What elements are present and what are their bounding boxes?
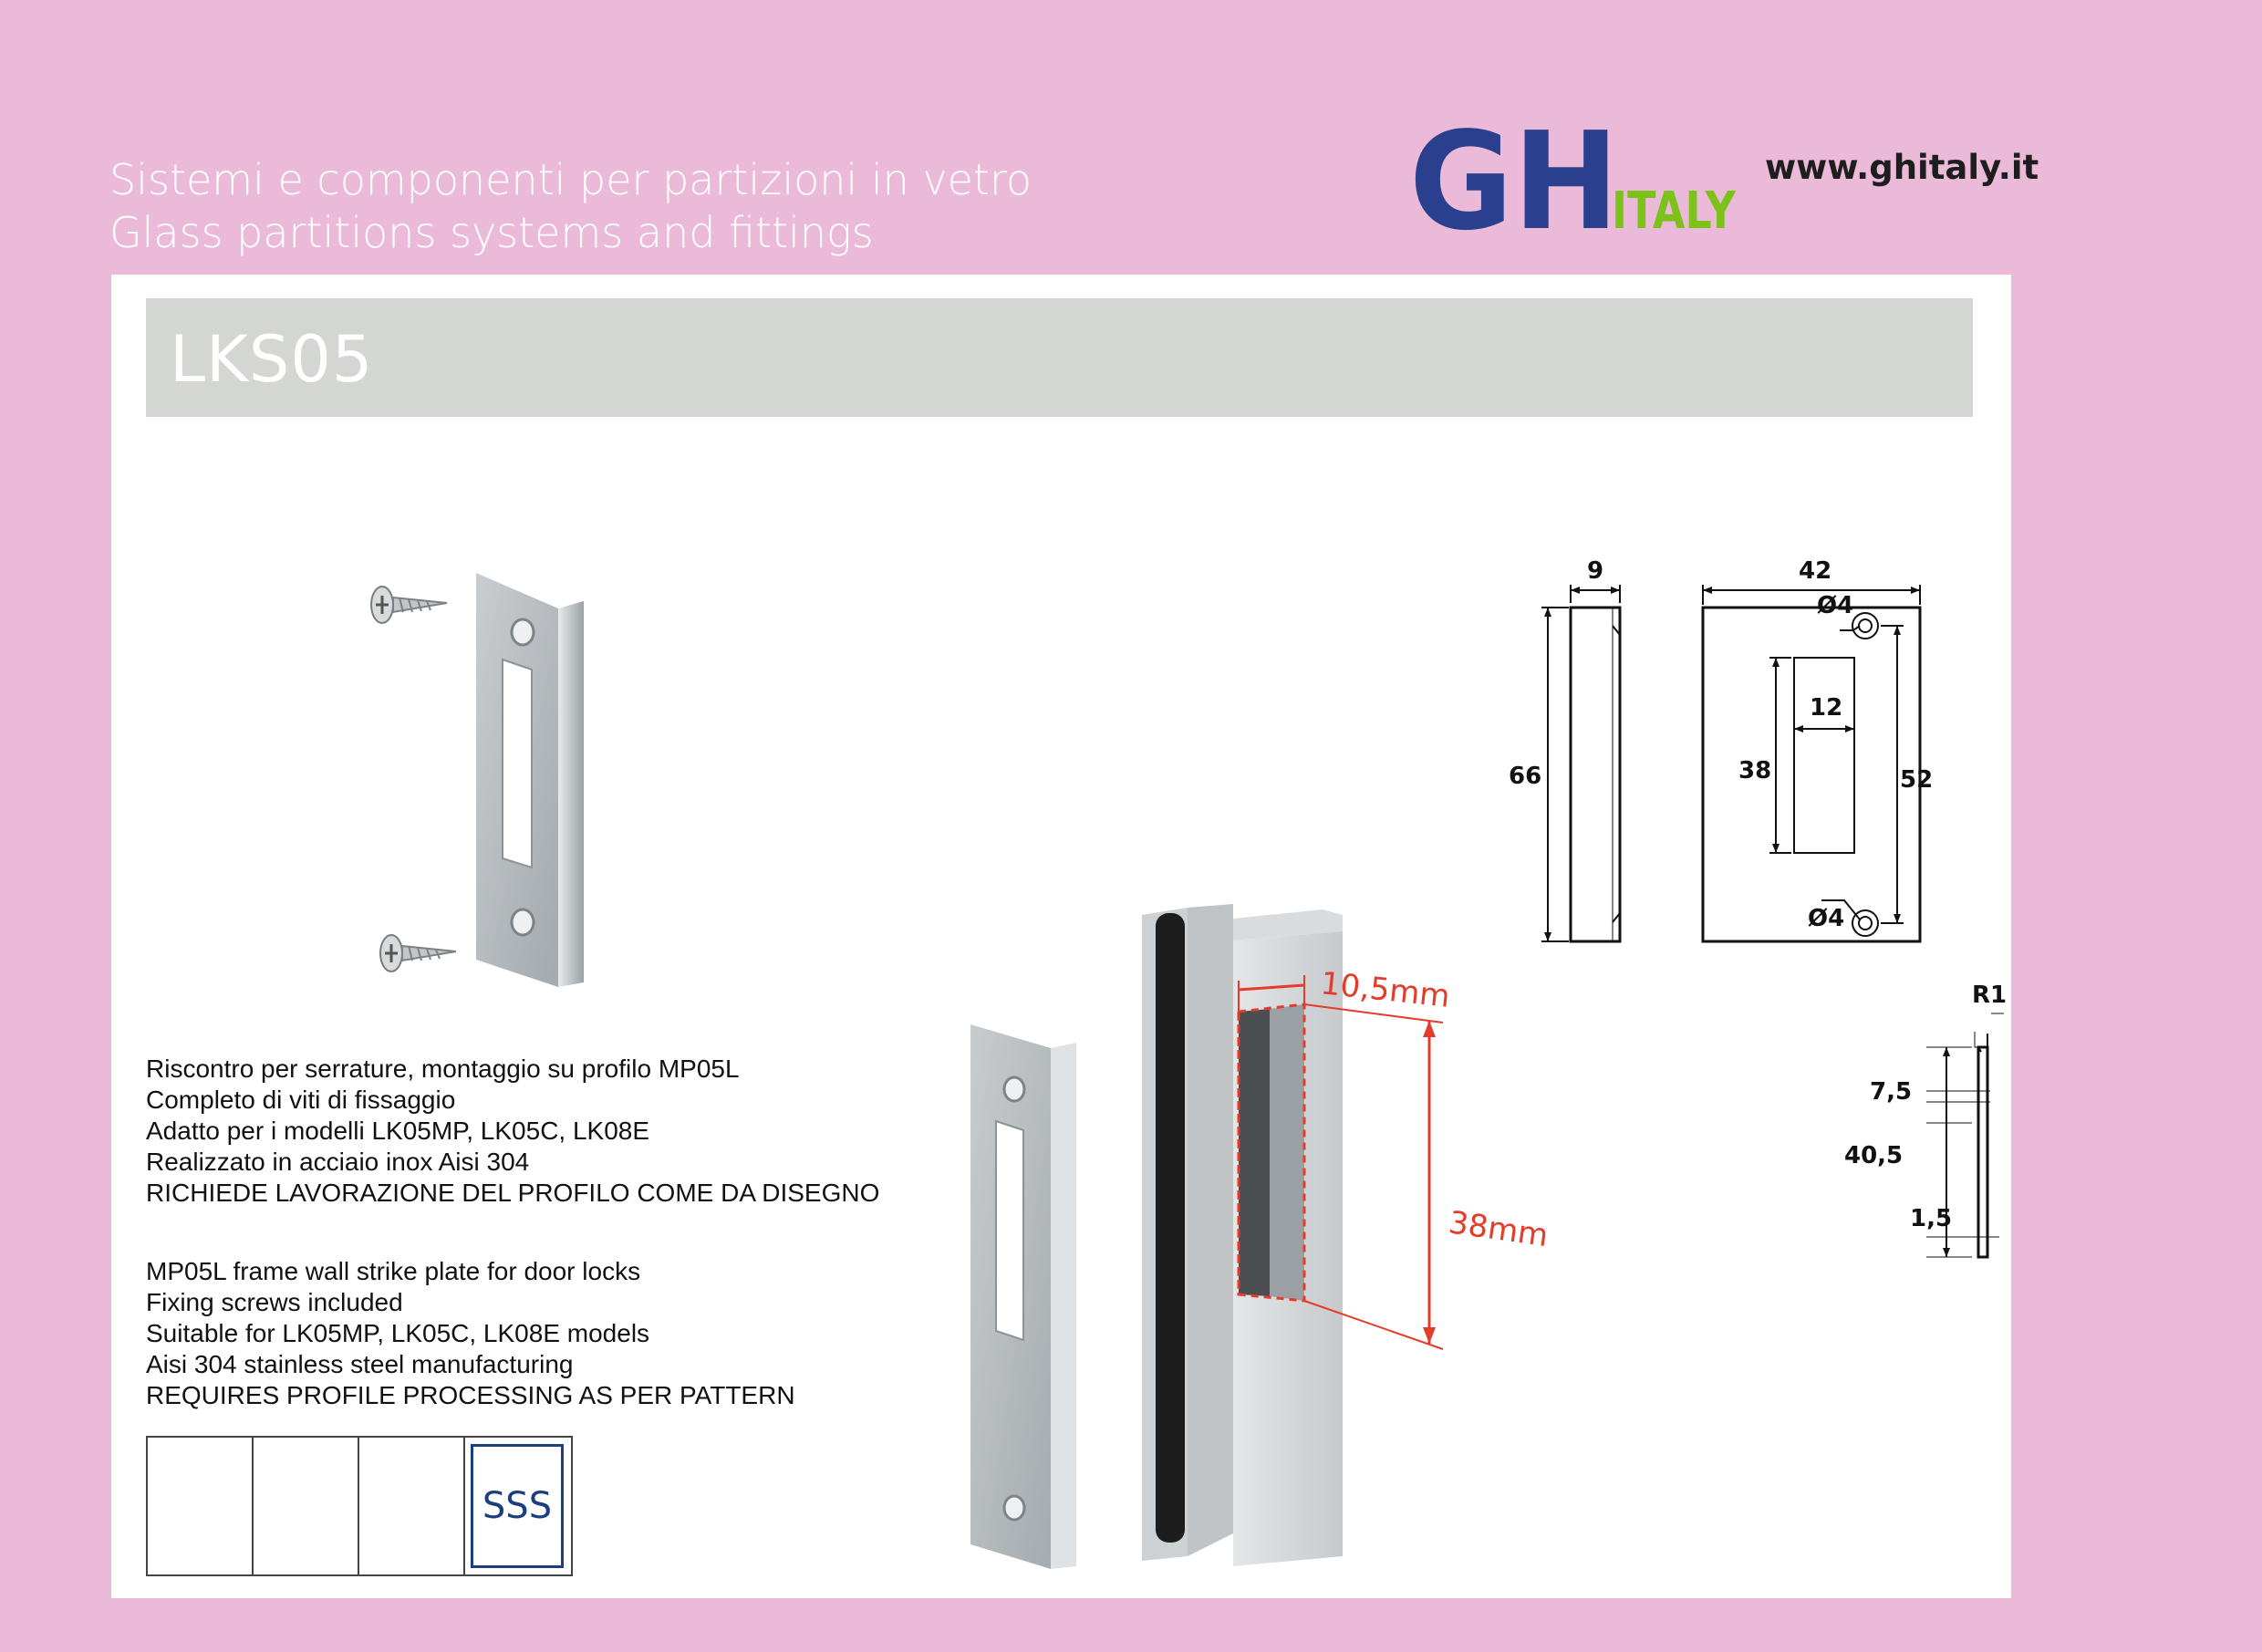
desc-it-line: Realizzato in acciaio inox Aisi 304 [146, 1148, 530, 1176]
profile-cutout [1239, 1009, 1270, 1296]
assembly-hole-top [1002, 1075, 1026, 1103]
screw-bottom-icon [379, 934, 457, 972]
dim-slot-height: 38 [1738, 757, 1771, 784]
front-slot [1793, 657, 1855, 854]
dim-hole-top: Ø4 [1817, 592, 1853, 619]
tagline: Sistemi e componenti per partizioni in v… [109, 153, 1032, 259]
plate-edge [558, 601, 584, 987]
dim-slot-width: 12 [1810, 694, 1842, 722]
dim-hole-bottom: Ø4 [1808, 905, 1844, 932]
assembly-plate-edge [1051, 1043, 1076, 1569]
desc-it-line: Riscontro per serrature, montaggio su pr… [146, 1055, 740, 1083]
screw-top-icon [370, 586, 448, 624]
profile-cutout-inner [1270, 1004, 1304, 1301]
description-italian: Riscontro per serrature, montaggio su pr… [146, 1054, 879, 1209]
sss-label: SSS [482, 1485, 553, 1527]
desc-it-line: RICHIEDE LAVORAZIONE DEL PROFILO COME DA… [146, 1179, 880, 1207]
desc-en-line: Aisi 304 stainless steel manufacturing [146, 1350, 574, 1378]
profile-middle [1188, 904, 1233, 1556]
product-code: LKS05 [170, 322, 374, 397]
finish-badges: SSS [146, 1436, 573, 1576]
assembly-illustration: 10,5mm 38mm [970, 904, 1551, 1569]
website-link[interactable]: www.ghitaly.it [1765, 148, 2039, 187]
technical-drawing: 9 66 42 Ø4 Ø4 12 38 52 R1 7,5 40,5 1,5 [1509, 557, 2007, 1259]
assembly-plate-slot [995, 1119, 1024, 1342]
tagline-english: Glass partitions systems and fittings [109, 208, 874, 257]
sss-box: SSS [471, 1444, 564, 1568]
finish-badge-empty [359, 1438, 465, 1574]
strike-plate-image [370, 573, 584, 987]
finish-badge-empty [254, 1438, 359, 1574]
hole-top [510, 618, 535, 647]
profile-gasket [1156, 913, 1185, 1543]
product-sheet: LKS05 [111, 275, 2011, 1598]
finish-badge-sss: SSS [465, 1438, 571, 1574]
desc-it-line: Completo di viti di fissaggio [146, 1086, 456, 1114]
plate-slot [502, 658, 533, 869]
logo-gh: GH [1409, 111, 1619, 234]
tagline-italian: Sistemi e componenti per partizioni in v… [109, 155, 1032, 204]
desc-it-line: Adatto per i modelli LK05MP, LK05C, LK08… [146, 1117, 650, 1145]
desc-en-line: REQUIRES PROFILE PROCESSING AS PER PATTE… [146, 1381, 795, 1409]
logo-italy: ITALY [1612, 182, 1737, 234]
desc-en-line: Fixing screws included [146, 1288, 403, 1316]
title-bar: LKS05 [146, 298, 1973, 417]
dim-front-width: 42 [1799, 557, 1831, 585]
finish-badge-empty [148, 1438, 254, 1574]
dim-side-width: 9 [1587, 557, 1603, 585]
dim-hole-spacing: 52 [1900, 766, 1933, 794]
dim-edge-offset: 7,5 [1870, 1078, 1912, 1106]
dim-thickness: 1,5 [1910, 1205, 1952, 1232]
profile-top [1233, 909, 1343, 940]
gh-italy-logo: GH ITALY [1409, 111, 1737, 234]
hole-bottom [510, 908, 535, 937]
front-view [1701, 606, 1922, 943]
dim-section-height: 40,5 [1844, 1142, 1903, 1169]
dim-radius: R1 [1972, 982, 2007, 1009]
section-view [1977, 1045, 1989, 1259]
desc-en-line: Suitable for LK05MP, LK05C, LK08E models [146, 1319, 650, 1347]
assembly-hole-bottom [1002, 1494, 1026, 1522]
description-english: MP05L frame wall strike plate for door l… [146, 1256, 795, 1411]
dim-height: 66 [1509, 763, 1541, 790]
front-hole-bottom [1852, 909, 1879, 937]
front-hole-top [1852, 612, 1879, 639]
desc-en-line: MP05L frame wall strike plate for door l… [146, 1257, 641, 1285]
